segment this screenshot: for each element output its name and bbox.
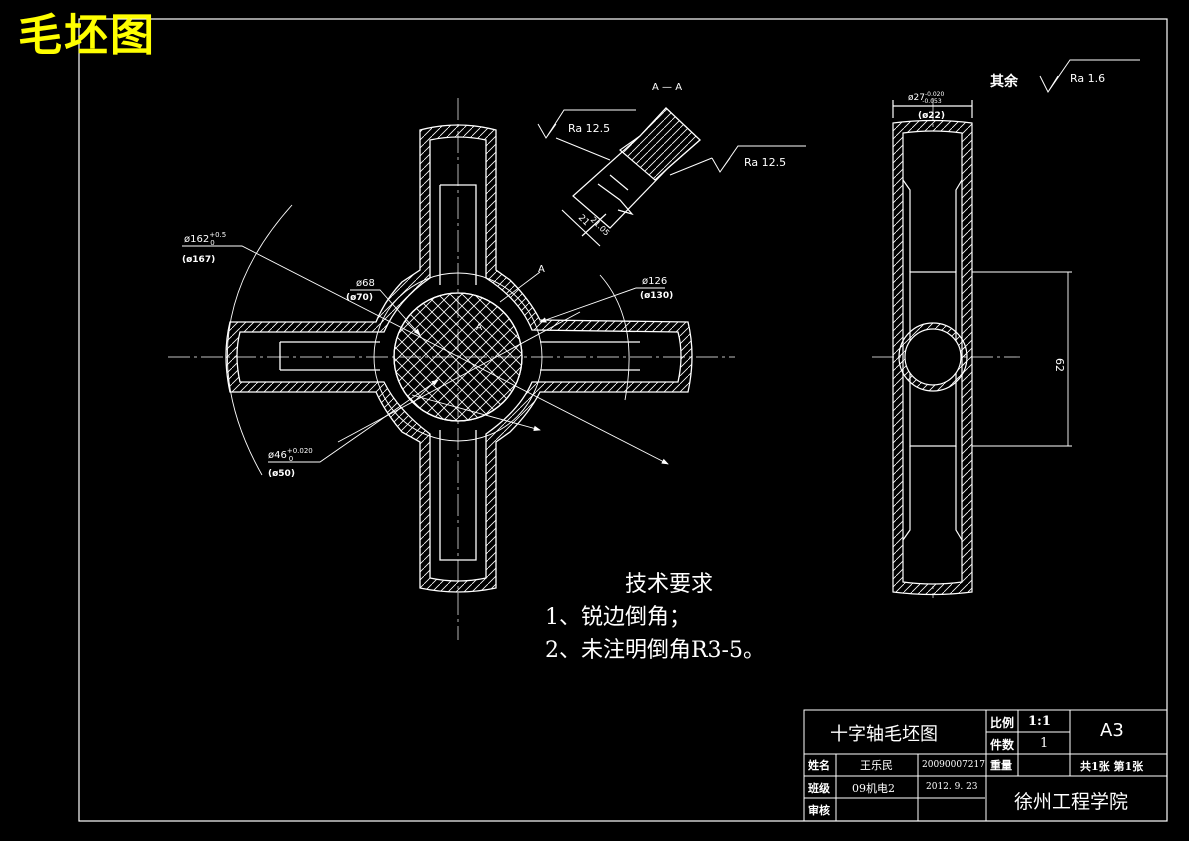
tb-school: 徐州工程学院	[1014, 791, 1129, 813]
tb-student-id: 20090007217	[922, 760, 985, 770]
requirements-title: 技术要求	[625, 572, 714, 597]
tb-review-label: 审核	[808, 804, 830, 817]
roughness-face2: Ra 12.5	[744, 156, 786, 169]
dim-d68: ø68	[356, 278, 375, 289]
leader-cross-b	[411, 394, 541, 431]
leader-d126	[539, 287, 665, 323]
requirement-item-2: 2、未注明倒角R3-5。	[545, 638, 765, 663]
tb-weight-label: 重量	[990, 759, 1012, 772]
drawing-border	[78, 18, 1168, 822]
tb-name-value: 王乐民	[860, 759, 893, 772]
roughness-other-prefix: 其余	[990, 73, 1019, 90]
section-view	[561, 107, 701, 247]
dim-d167: (ø167)	[182, 255, 215, 265]
roughness-symbol-face1	[537, 109, 636, 161]
technical-requirements: 技术要求 1、锐边倒角； 2、未注明倒角R3-5。	[545, 568, 765, 667]
roughness-symbol-other	[1039, 59, 1140, 94]
dim-d126: ø126	[642, 276, 667, 287]
tb-qty-label: 件数	[990, 738, 1015, 752]
dim-d50: (ø50)	[268, 469, 295, 479]
tb-qty-value: 1	[1040, 736, 1049, 751]
dim-arc-162	[226, 204, 293, 476]
roughness-other-value: Ra 1.6	[1070, 72, 1105, 85]
dim-d130: (ø130)	[640, 291, 673, 301]
tb-class-value: 09机电2	[852, 782, 895, 795]
leader-d68	[350, 289, 421, 336]
tb-date: 2012. 9. 23	[926, 782, 978, 792]
title-block-grid	[803, 709, 1168, 822]
section-cut-line	[499, 271, 541, 303]
page-heading: 毛坯图	[18, 10, 156, 61]
side-view	[892, 100, 1072, 596]
roughness-face1: Ra 12.5	[568, 122, 610, 135]
tb-sheets: 共1张 第1张	[1080, 760, 1144, 773]
dim-d27: ø27-0.020-0.053	[908, 91, 944, 105]
section-marker-a: A	[538, 264, 545, 275]
dim-d70: (ø70)	[346, 293, 373, 303]
tb-part-name: 十字轴毛坯图	[830, 724, 938, 745]
tb-scale-label: 比例	[990, 716, 1015, 730]
requirement-item-1: 1、锐边倒角；	[545, 605, 691, 630]
tb-class-label: 班级	[808, 782, 830, 795]
leader-d46	[268, 379, 439, 463]
leader-d162	[182, 245, 669, 465]
roughness-symbol-face2	[669, 145, 806, 176]
tb-sheet-size: A3	[1100, 720, 1124, 741]
dim-d22: (ø22)	[918, 111, 945, 121]
leader-cross-a	[337, 311, 581, 443]
dim-len62: 62	[1053, 358, 1066, 372]
center-marker-a: A	[476, 323, 483, 333]
section-label: A — A	[652, 82, 682, 93]
tb-scale-value: 1:1	[1028, 714, 1051, 729]
tb-name-label: 姓名	[808, 759, 830, 772]
dim-arc-126	[599, 274, 630, 401]
